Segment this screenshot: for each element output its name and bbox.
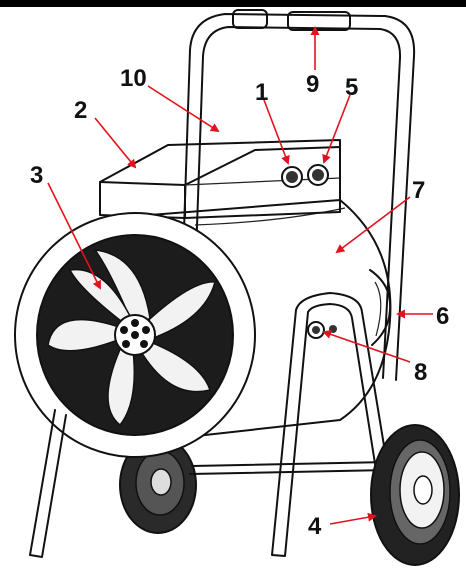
control-box	[99, 139, 341, 219]
top-rule	[0, 0, 466, 7]
callout-6: 6	[436, 303, 449, 330]
front-wheel	[370, 424, 460, 566]
callout-5: 5	[345, 74, 358, 101]
callout-2: 2	[74, 97, 87, 124]
callout-1: 1	[255, 79, 268, 106]
arrow-8	[322, 330, 411, 363]
handle-frame	[182, 9, 416, 381]
callout-10: 10	[120, 65, 147, 92]
stand-legs	[29, 292, 391, 558]
callout-7: 7	[412, 177, 425, 204]
callout-labels: 1 2 3 4 5 6 7 8 9 10	[30, 65, 449, 540]
front-fan	[14, 212, 256, 458]
callout-4: 4	[308, 513, 322, 540]
arrow-10	[147, 85, 220, 133]
heater-body	[149, 199, 392, 441]
control-knobs	[281, 164, 329, 188]
arrow-7	[335, 196, 411, 254]
rear-wheel	[119, 436, 197, 534]
callout-9: 9	[306, 71, 319, 98]
arrow-1	[263, 99, 290, 165]
callout-3: 3	[30, 162, 43, 189]
arrow-5	[322, 94, 351, 164]
rear-grille	[369, 269, 392, 346]
arrow-2	[94, 117, 137, 169]
arrow-3	[47, 182, 101, 290]
callout-8: 8	[414, 359, 427, 386]
callout-arrows	[47, 26, 433, 525]
arrow-4	[329, 512, 377, 525]
